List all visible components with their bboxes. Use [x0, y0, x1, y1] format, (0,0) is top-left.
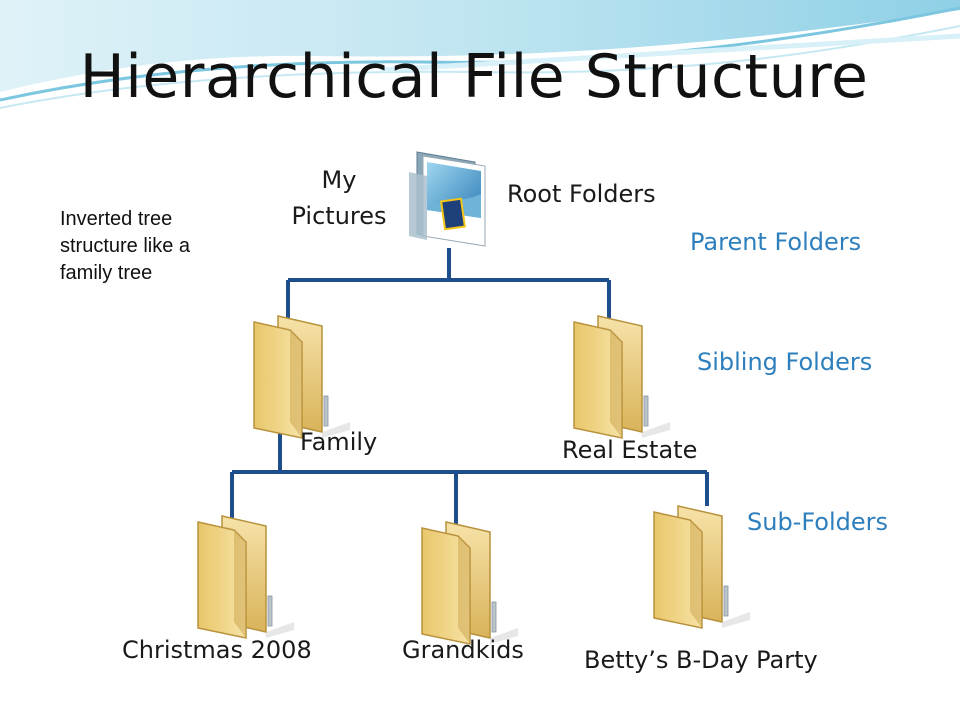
family-folder-label: Family	[300, 428, 378, 456]
my-pictures-folder-icon	[409, 151, 486, 247]
tree-description-note: Inverted tree structure like a family tr…	[60, 208, 191, 284]
christmas-2008-folder-icon	[197, 515, 294, 639]
sibling-folders-label: Sibling Folders	[697, 348, 873, 376]
parent-folders-label: Parent Folders	[690, 228, 862, 256]
sub-folders-label: Sub-Folders	[747, 508, 889, 536]
root-folders-label: Root Folders	[507, 180, 656, 208]
slide-title: Hierarchical File Structure	[79, 42, 869, 112]
grandkids-folder-icon	[421, 521, 518, 645]
real-estate-folder-icon	[573, 315, 670, 439]
bettys-bday-party-folder-icon	[653, 505, 750, 629]
family-folder-icon	[253, 315, 350, 439]
christmas-2008-folder-label: Christmas 2008	[122, 636, 312, 664]
wave-banner	[0, 0, 960, 109]
my-pictures-label: My Pictures	[291, 166, 387, 230]
bettys-bday-party-folder-label: Betty’s B-Day Party	[584, 646, 818, 674]
real-estate-folder-label: Real Estate	[562, 436, 698, 464]
grandkids-folder-label: Grandkids	[402, 636, 524, 664]
